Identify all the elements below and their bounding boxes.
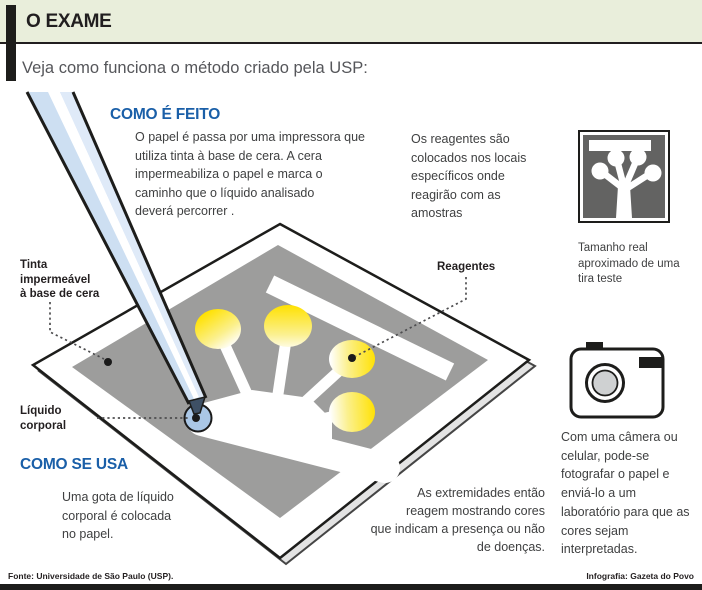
text-line: colocados nos locais xyxy=(411,150,527,165)
text-line: Tamanho real xyxy=(578,242,648,254)
reagent-spot xyxy=(329,392,375,432)
leader-dots xyxy=(104,354,356,422)
text-line: Uma gota de líquido xyxy=(62,490,174,504)
text-line: específicos onde xyxy=(411,169,505,183)
text-line: amostras xyxy=(411,206,463,220)
text-line: O papel é passa por uma impressora que xyxy=(135,130,365,144)
text-line: impermeável xyxy=(20,273,91,286)
text-line: de doenças. xyxy=(476,540,545,554)
camera-icon xyxy=(569,342,665,420)
text-line: aproximado de uma xyxy=(578,257,680,270)
label-reagentes: Reagentes xyxy=(437,261,496,273)
text-line: utiliza tinta à base de cera. A cera xyxy=(135,148,322,163)
text-line: cores sejam xyxy=(561,523,629,538)
text-line: corporal xyxy=(20,419,67,432)
text-line: Líquido xyxy=(20,405,62,417)
como-e-feito-text: O papel é passa por uma impressora que u… xyxy=(135,128,395,221)
extremidades-note-text: As extremidades então reagem mostrando c… xyxy=(330,484,545,556)
text-line: celular, pode-se xyxy=(561,448,650,463)
text-line: Tinta xyxy=(20,259,48,271)
slot xyxy=(265,275,455,381)
text-line: laboratório para que as xyxy=(561,504,690,519)
text-line: reagem mostrando cores xyxy=(406,504,545,518)
footer-credit: Infografia: Gazeta do Povo xyxy=(586,571,694,581)
text-line: fotografar o papel e xyxy=(561,467,670,482)
reagent-spot xyxy=(264,305,312,347)
test-strip-icon xyxy=(578,130,670,223)
text-line: enviá-lo a um xyxy=(561,486,637,501)
leader-reagentes xyxy=(355,277,467,357)
text-line: Os reagentes são xyxy=(411,132,510,146)
text-line: Com uma câmera ou xyxy=(561,430,678,444)
text-line: corporal é colocada xyxy=(62,508,172,523)
text-line: caminho que o líquido analisado xyxy=(135,185,315,200)
footer-source: Fonte: Universidade de São Paulo (USP). xyxy=(8,571,174,581)
camera-caption: Com uma câmera ou celular, pode-se fotog… xyxy=(561,428,701,559)
test-strip-caption: Tamanho real aproximado de uma tira test… xyxy=(578,241,700,288)
pen xyxy=(25,91,208,415)
label-liquido-corporal: Líquido corporal xyxy=(20,404,66,433)
pen-tip xyxy=(187,395,207,415)
text-line: deverá percorrer . xyxy=(135,204,235,218)
text-line: que indicam a presença ou não xyxy=(370,522,545,536)
page-title: O EXAME xyxy=(26,11,112,32)
reagentes-note-text: Os reagentes são colocados nos locais es… xyxy=(411,130,561,223)
footer-bar xyxy=(0,584,702,590)
label-tinta: Tinta impermeável à base de cera xyxy=(20,258,99,302)
text-line: à base de cera xyxy=(20,288,100,300)
section-heading-como-se-usa: COMO SE USA xyxy=(20,456,129,473)
text-line: interpretadas. xyxy=(561,542,638,557)
channel-hand xyxy=(187,305,400,483)
reagent-spot xyxy=(195,309,241,349)
como-se-usa-text: Uma gota de líquido corporal é colocada … xyxy=(62,488,232,544)
page-subtitle: Veja como funciona o método criado pela … xyxy=(22,59,368,77)
header-left-bar xyxy=(6,5,16,81)
text-line: no papel. xyxy=(62,527,114,541)
section-heading-como-e-feito: COMO É FEITO xyxy=(110,106,221,123)
leader-lines xyxy=(49,277,467,419)
text-line: impermeabiliza o papel e marca o xyxy=(135,167,323,181)
text-line: As extremidades então xyxy=(417,486,545,500)
text-line: reagirão com as xyxy=(411,187,501,202)
text-line: tira teste xyxy=(578,273,623,286)
header-band xyxy=(0,0,702,44)
test-strip-icon-art xyxy=(583,135,665,218)
camera-icon-art xyxy=(569,342,665,419)
